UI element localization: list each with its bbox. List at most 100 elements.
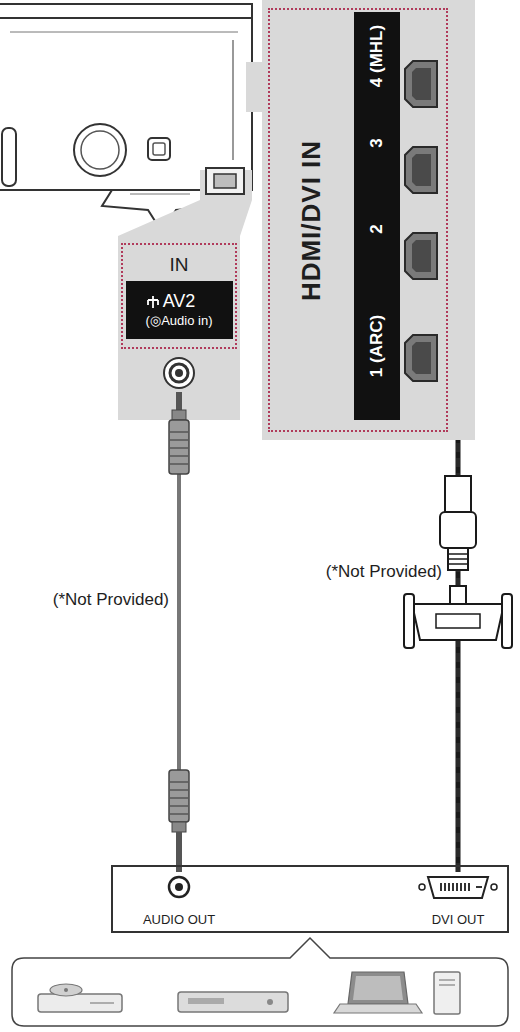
port-number: 3 — [367, 138, 387, 147]
source-device — [112, 866, 508, 932]
audio-plug — [170, 463, 188, 465]
dvi-plug — [404, 594, 414, 648]
hdmi-plug — [440, 476, 476, 570]
dvi-jack — [440, 883, 442, 891]
dvd-player-icon — [90, 1002, 114, 1004]
hdmi-port: 4 (MHL) — [354, 12, 440, 100]
desktop-tower-icon — [434, 972, 460, 1014]
dvi-jack — [476, 886, 482, 888]
input-label-box: AV2(◎Audio in) — [126, 281, 233, 339]
tv-back — [148, 138, 170, 160]
tv-port-block — [206, 168, 244, 194]
set-top-box-icon — [178, 992, 288, 1012]
hdmi-jack — [405, 335, 437, 381]
cable-note: (*Not Provided) — [53, 590, 169, 610]
laptop-icon — [353, 976, 403, 1000]
audio-plug — [170, 789, 188, 791]
hdmi-plug — [449, 563, 467, 565]
text-wrapper: 3 — [354, 100, 400, 186]
laptop-icon — [348, 972, 408, 1004]
text-wrapper: DVI OUT — [412, 872, 504, 928]
hdmi-jack — [412, 68, 431, 100]
tv-back — [2, 128, 16, 186]
dvi-jack — [448, 883, 450, 891]
av-panel: AV2(◎Audio in)IN — [121, 243, 237, 349]
callout-panel — [118, 0, 475, 440]
set-top-box-icon — [267, 999, 273, 1005]
dvd-player-icon — [38, 984, 122, 1012]
audio-plug — [170, 805, 188, 807]
cable-note: (*Not Provided) — [326, 562, 442, 582]
text-wrapper: HDMI/DVI IN — [270, 10, 354, 430]
audio-jack — [169, 877, 189, 897]
audio-jack — [164, 358, 194, 388]
hdmi-jack — [403, 333, 439, 383]
hdmi-port: 2 — [354, 186, 440, 272]
text-wrapper: 2 — [354, 186, 400, 272]
hdmi-plug — [449, 553, 467, 555]
audio-plug — [170, 813, 188, 815]
audio-plug — [169, 392, 189, 474]
dvd-player-icon — [64, 988, 68, 992]
input-name: AV2 — [163, 291, 196, 312]
callout-panel — [246, 0, 475, 440]
audio-jack — [175, 883, 183, 891]
tv-port-block — [214, 174, 236, 188]
port-number: 2 — [367, 224, 387, 233]
audio-plug — [170, 431, 188, 433]
hdmi-jack — [412, 342, 431, 374]
audio-plug — [169, 770, 189, 872]
dvi-jack — [428, 877, 488, 898]
tv-back — [153, 143, 165, 155]
audio-plug — [172, 822, 186, 832]
tv-port-block — [206, 168, 244, 194]
dvi-plug — [450, 586, 466, 604]
laptop-icon — [334, 972, 422, 1013]
text-wrapper: 4 (MHL) — [354, 12, 400, 100]
dvi-plug — [502, 594, 512, 648]
dvd-player-icon — [50, 984, 82, 996]
dvi-jack — [418, 874, 498, 902]
tv-back — [232, 40, 234, 160]
hdmi-plug — [449, 558, 467, 560]
hdmi-plug — [449, 554, 467, 564]
input-note: (◎Audio in) — [146, 312, 213, 329]
hdmi-jack — [412, 154, 431, 186]
text-wrapper: AV2(◎Audio in) — [126, 281, 233, 339]
dvi-jack — [491, 884, 497, 890]
tv-back — [130, 194, 190, 195]
device-bracket — [12, 938, 508, 1026]
hdmi-plug — [440, 512, 476, 548]
port-number: 4 (MHL) — [367, 25, 387, 87]
hdmi-jack — [412, 240, 431, 272]
cable-note-holder: (*Not Provided) — [326, 562, 442, 582]
dvi-jack — [464, 883, 466, 891]
audio-plug — [170, 455, 188, 457]
desktop-tower-icon — [439, 979, 455, 981]
dvi-jack — [468, 883, 470, 891]
jack-label: DVI OUT — [432, 912, 485, 928]
hdmi-port: 3 — [354, 100, 440, 186]
audio-plug — [170, 439, 188, 441]
dvi-jack — [444, 883, 446, 891]
tv-back — [0, 4, 252, 190]
desktop-tower-icon — [439, 984, 455, 986]
output-jack: AUDIO OUT — [133, 872, 225, 928]
audio-plug — [170, 432, 188, 464]
dvi-plug — [436, 614, 480, 628]
callout-panel — [118, 170, 252, 420]
panel-heading: HDMI/DVI IN — [297, 139, 328, 300]
audio-plug — [169, 420, 189, 474]
hdmi-port: 1 (ARC) — [354, 272, 440, 420]
set-top-box-icon — [188, 998, 224, 1004]
cable-note-holder: (*Not Provided) — [53, 590, 169, 610]
jack-label: AUDIO OUT — [143, 912, 215, 928]
desktop-tower-icon — [434, 972, 460, 1014]
audio-jack — [166, 874, 192, 900]
hdmi-plug — [448, 548, 468, 570]
audio-plug — [176, 392, 182, 412]
port-number: 1 (ARC) — [367, 315, 387, 377]
